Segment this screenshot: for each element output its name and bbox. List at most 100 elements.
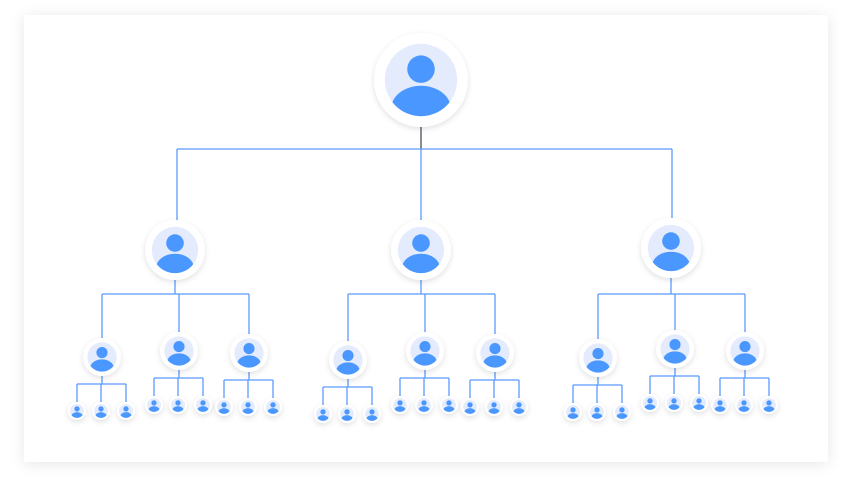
leaf-node [564,403,582,421]
avatar-body [394,406,406,412]
leaf-node [665,394,683,412]
leaf-node [363,405,381,423]
team-lead-node [83,338,121,376]
leaf-node [588,403,606,421]
avatar-head [74,406,80,412]
leaf-node [485,398,503,416]
avatar-body [391,85,451,117]
avatar-head [662,232,680,250]
avatar-body [443,406,455,412]
user-avatar-icon [566,405,580,419]
leaf-node [239,398,257,416]
avatar-head [491,402,497,408]
leaf-node [415,396,433,414]
leaf-node [92,402,110,420]
avatar-body [483,355,507,368]
avatar-head [592,348,604,360]
user-avatar-icon [316,407,330,421]
avatar-body [644,404,656,410]
leaf-node [194,396,212,414]
avatar-head [516,402,522,408]
avatar-body [242,408,254,414]
manager-node [391,220,451,280]
avatar-body [341,415,353,421]
avatar-body [733,353,757,366]
leaf-node [711,396,729,414]
team-lead-node [406,332,444,370]
avatar-head [243,343,255,355]
team-lead-node [476,334,514,372]
user-avatar-icon [147,398,161,412]
user-avatar-icon [660,334,690,364]
leaf-node [391,396,409,414]
user-avatar-icon [151,226,199,274]
user-avatar-icon [615,405,629,419]
user-avatar-icon [667,396,681,410]
avatar-head [696,398,702,404]
leaf-node [641,394,659,412]
user-avatar-icon [463,400,477,414]
avatar-head [489,343,501,355]
user-avatar-icon [583,343,613,373]
user-avatar-icon [590,405,604,419]
leaf-node [68,402,86,420]
avatar-body [120,412,132,418]
user-avatar-icon [119,404,133,418]
avatar-head [175,400,181,406]
user-avatar-icon [487,400,501,414]
avatar-body [71,412,83,418]
leaf-node [735,396,753,414]
avatar-head [96,347,108,359]
avatar-head [407,55,435,83]
avatar-head [446,400,452,406]
avatar-head [619,407,625,413]
avatar-head [741,400,747,406]
user-avatar-icon [196,398,210,412]
user-avatar-icon [365,407,379,421]
user-avatar-icon [333,345,363,375]
manager-node [145,220,205,280]
user-avatar-icon [87,342,117,372]
avatar-head [320,409,326,415]
avatar-body [413,353,437,366]
avatar-body [197,406,209,412]
avatar-body [167,353,191,366]
user-avatar-icon [737,398,751,412]
avatar-head [245,402,251,408]
avatar-body [418,406,430,412]
avatar-body [567,413,579,419]
leaf-node [510,398,528,416]
avatar-body [218,408,230,414]
avatar-head [98,406,104,412]
avatar-body [591,413,603,419]
avatar-head [342,350,354,362]
avatar-head [270,402,276,408]
avatar-body [714,406,726,412]
avatar-body [652,251,690,272]
team-lead-node [230,334,268,372]
user-avatar-icon [730,336,760,366]
user-avatar-icon [692,396,706,410]
avatar-body [488,408,500,414]
user-avatar-icon [217,400,231,414]
avatar-head [397,400,403,406]
avatar-body [317,415,329,421]
team-lead-node [160,332,198,370]
leaf-node [117,402,135,420]
avatar-body [668,404,680,410]
leaf-node [264,398,282,416]
avatar-body [616,413,628,419]
avatar-head [739,341,751,353]
avatar-head [221,402,227,408]
avatar-head [570,407,576,413]
avatar-head [671,398,677,404]
leaf-node [690,394,708,412]
team-lead-node [656,330,694,368]
user-avatar-icon [164,336,194,366]
avatar-body [513,408,525,414]
avatar-body [148,406,160,412]
team-lead-node [329,341,367,379]
avatar-head [421,400,427,406]
leaf-node [461,398,479,416]
